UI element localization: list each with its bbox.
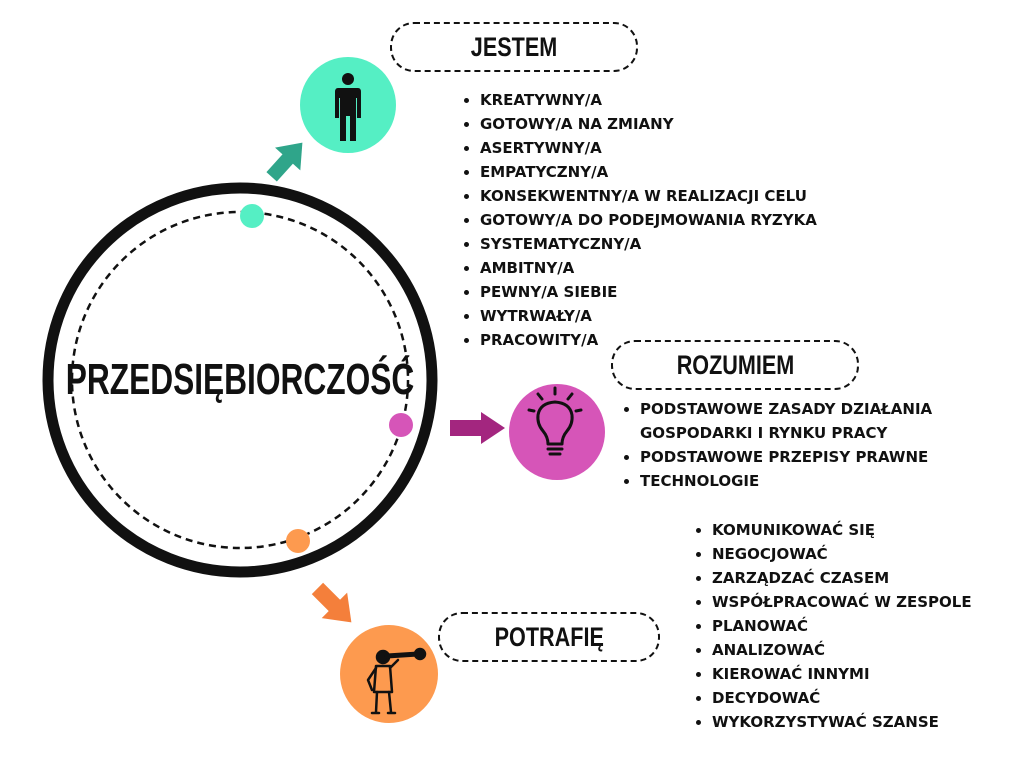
person-icon <box>335 73 361 141</box>
connector-dot-potrafie <box>286 529 310 553</box>
section-header-potrafie: POTRAFIĘ <box>438 612 660 662</box>
list-item: DECYDOWAĆ <box>712 686 972 710</box>
list-item: ASERTYWNY/A <box>480 136 817 160</box>
list-item: PODSTAWOWE PRZEPISY PRAWNE <box>640 445 932 469</box>
arrow-to-rozumiem <box>450 412 505 444</box>
list-item: EMPATYCZNY/A <box>480 160 817 184</box>
list-item: PEWNY/A SIEBIE <box>480 280 817 304</box>
list-item: WSPÓŁPRACOWAĆ W ZESPOLE <box>712 590 972 614</box>
section-header-jestem: JESTEM <box>390 22 638 72</box>
icon-circle-rozumiem <box>509 384 605 480</box>
list-item-continuation: GOSPODARKI I RYNKU PRACY <box>640 424 888 442</box>
list-item: PODSTAWOWE ZASADY DZIAŁANIA <box>640 397 932 421</box>
connector-dot-rozumiem <box>389 413 413 437</box>
arrow-to-jestem <box>266 142 303 182</box>
list-item: GOTOWY/A NA ZMIANY <box>480 112 817 136</box>
list-item: WYKORZYSTYWAĆ SZANSE <box>712 710 972 734</box>
list-item: WYTRWAŁY/A <box>480 304 817 328</box>
list-item: AMBITNY/A <box>480 256 817 280</box>
list-item: KONSEKWENTNY/A W REALIZACJI CELU <box>480 184 817 208</box>
arrow-to-potrafie <box>311 582 352 623</box>
list-item: PRACOWITY/A <box>480 328 817 352</box>
list-item: TECHNOLOGIE <box>640 469 932 493</box>
list-item: ZARZĄDZAĆ CZASEM <box>712 566 972 590</box>
potrafie-list: KOMUNIKOWAĆ SIĘ NEGOCJOWAĆ ZARZĄDZAĆ CZA… <box>692 518 972 734</box>
central-title: PRZEDSIĘBIORCZOŚĆ <box>65 355 415 404</box>
section-title-rozumiem: ROZUMIEM <box>676 349 794 380</box>
jestem-list: KREATYWNY/A GOTOWY/A NA ZMIANY ASERTYWNY… <box>460 88 817 352</box>
list-item: ANALIZOWAĆ <box>712 638 972 662</box>
list-item: NEGOCJOWAĆ <box>712 542 972 566</box>
list-item: PLANOWAĆ <box>712 614 972 638</box>
list-item: KREATYWNY/A <box>480 88 817 112</box>
rozumiem-list: PODSTAWOWE ZASADY DZIAŁANIA GOSPODARKI I… <box>620 397 932 493</box>
inner-dashed-ring <box>70 210 410 550</box>
lightbulb-icon <box>527 386 583 456</box>
list-item: SYSTEMATYCZNY/A <box>480 232 817 256</box>
outer-ring <box>42 182 438 578</box>
connector-dot-jestem <box>240 204 264 228</box>
telescope-person-icon <box>366 647 427 715</box>
section-header-rozumiem: ROZUMIEM <box>611 340 859 390</box>
section-title-jestem: JESTEM <box>470 31 558 62</box>
list-item: KIEROWAĆ INNYMI <box>712 662 972 686</box>
list-item: KOMUNIKOWAĆ SIĘ <box>712 518 972 542</box>
list-item: GOTOWY/A DO PODEJMOWANIA RYZYKA <box>480 208 817 232</box>
section-title-potrafie: POTRAFIĘ <box>494 621 604 652</box>
